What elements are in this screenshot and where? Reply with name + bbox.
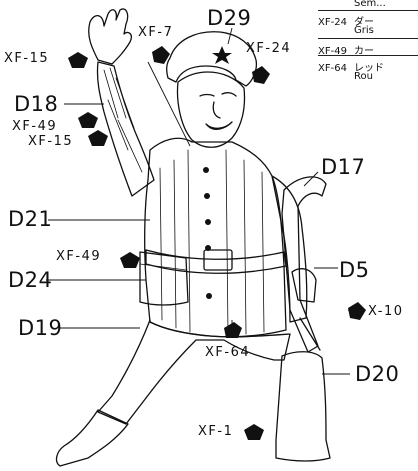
marker-xf24-icon <box>252 66 270 84</box>
leader-lines <box>46 28 360 374</box>
label-d20: D20 <box>355 364 399 385</box>
marker-xf64-icon <box>224 322 242 338</box>
label-xf49-lower: XF-49 <box>56 250 101 263</box>
fur-hat <box>167 32 257 86</box>
paint-markers <box>68 46 366 440</box>
left-boot <box>57 410 128 466</box>
raised-arm <box>97 62 154 196</box>
label-xf15-mid: XF-15 <box>28 135 73 148</box>
legend-divider <box>318 38 418 39</box>
hat-star-icon <box>212 46 232 64</box>
marker-xf15-top-icon <box>68 52 88 68</box>
label-xf15-top: XF-15 <box>4 52 49 65</box>
label-d17: D17 <box>321 157 365 178</box>
marker-xf15-mid-icon <box>88 130 108 146</box>
label-d29: D29 <box>207 8 251 29</box>
label-d18: D18 <box>14 94 58 115</box>
label-xf64: XF-64 <box>205 346 250 359</box>
raised-hand <box>89 9 132 64</box>
label-d21: D21 <box>8 209 52 230</box>
marker-xf7-icon <box>152 46 170 64</box>
submachine-gun <box>282 177 326 352</box>
label-d24: D24 <box>8 270 52 291</box>
quilted-tunic <box>145 138 286 336</box>
face <box>178 72 245 147</box>
legend-row: Sem... <box>318 0 386 9</box>
label-d19: D19 <box>18 318 62 339</box>
label-x10: X-10 <box>368 305 404 318</box>
legend-divider <box>318 10 418 11</box>
label-d5: D5 <box>339 260 370 281</box>
marker-xf1-icon <box>244 424 264 440</box>
marker-x10-icon <box>348 302 366 320</box>
label-xf1: XF-1 <box>198 425 233 438</box>
label-xf7: XF-7 <box>138 26 173 39</box>
legend-divider <box>318 55 418 56</box>
right-boot <box>276 352 330 461</box>
legend-row: Rou <box>318 71 373 82</box>
marker-xf49-upper-icon <box>78 112 98 128</box>
label-xf24: XF-24 <box>246 42 291 55</box>
marker-xf49-lower-icon <box>120 252 140 268</box>
trousers <box>98 320 290 424</box>
legend-row: Gris <box>318 25 374 36</box>
label-xf49-upper: XF-49 <box>12 120 57 133</box>
